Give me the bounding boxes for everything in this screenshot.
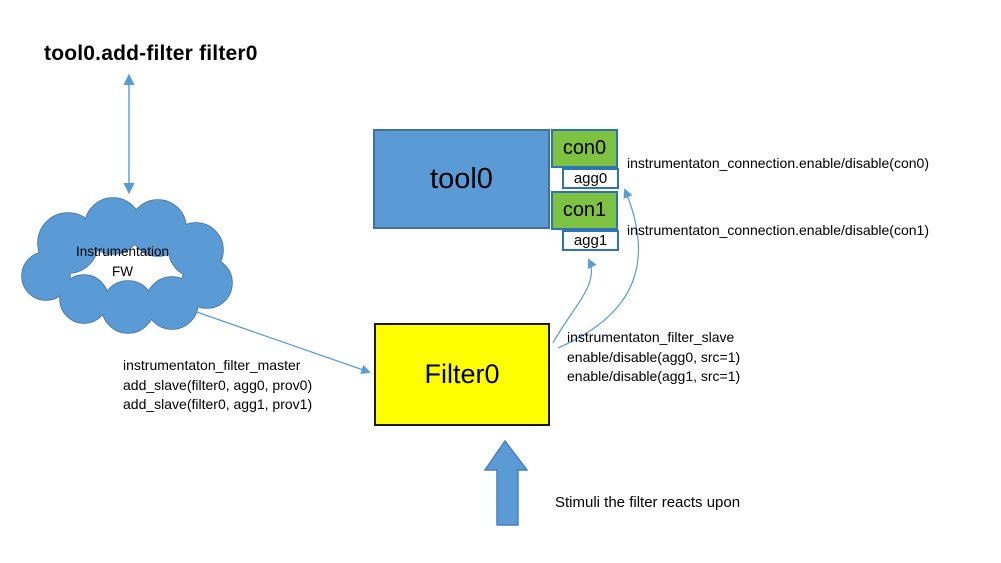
agg0-box: agg0 [562,168,619,189]
con1-box: con1 [551,191,618,230]
filter-slave-note-line1: instrumentaton_filter_slave [567,329,735,345]
cloud-label-line1: Instrumentation [75,244,170,259]
diagram-title: tool0.add-filter filter0 [44,42,258,65]
con0-box: con0 [551,129,618,168]
tool0-label: tool0 [430,162,493,195]
filter0-box: Filter0 [374,323,550,426]
con0-label: con0 [562,137,607,159]
cloud-label: Instrumentation FW [40,242,205,282]
con1-connection-note: instrumentaton_connection.enable/disable… [627,222,929,238]
filter-master-note-line1: instrumentaton_filter_master [123,357,301,373]
filter-slave-note-line3: enable/disable(agg1, src=1) [567,368,741,384]
filter-master-note: instrumentaton_filter_master add_slave(f… [123,356,312,415]
filter-slave-note: instrumentaton_filter_slave enable/disab… [567,328,740,387]
con0-connection-note: instrumentaton_connection.enable/disable… [627,155,929,171]
tool0-box: tool0 [373,129,550,229]
agg1-label: agg1 [573,232,608,249]
cloud-label-line2: FW [112,264,133,279]
filter-slave-note-line2: enable/disable(agg0, src=1) [567,348,741,365]
stimuli-arrow [483,439,529,526]
stimuli-label: Stimuli the filter reacts upon [555,494,741,511]
filter-to-agg1-curve-arrow [552,258,597,344]
instrumentation-fw-cloud [21,197,233,334]
agg0-label: agg0 [573,170,608,187]
con1-label: con1 [562,199,607,221]
filter-to-agg0-curve-arrow [557,188,639,349]
cloud-to-filter-arrow [187,308,371,375]
filter0-label: Filter0 [424,359,500,389]
filter-master-note-line3: add_slave(filter0, agg1, prov1) [123,396,313,412]
agg1-box: agg1 [562,230,619,251]
filter-master-note-line2: add_slave(filter0, agg0, prov0) [123,376,313,393]
